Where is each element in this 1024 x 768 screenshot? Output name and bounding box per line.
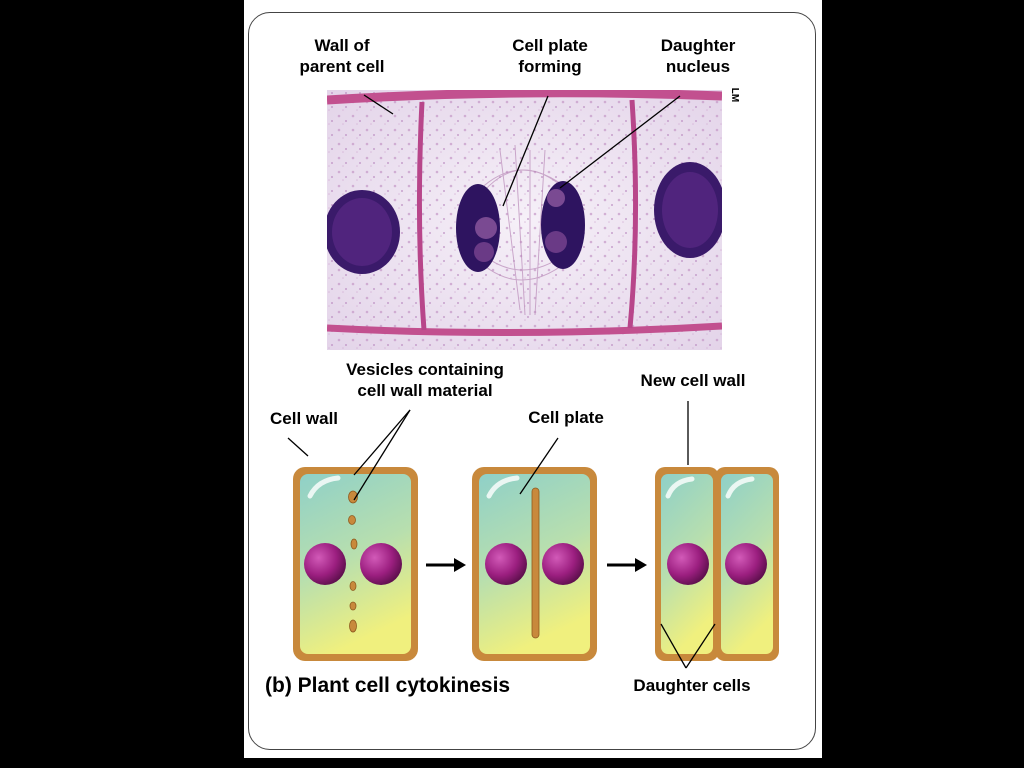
scale-tag-lm: LM xyxy=(729,87,740,103)
label-daughter-nucleus: Daughter nucleus xyxy=(660,36,736,76)
micrograph-leader-lines xyxy=(363,94,681,207)
nucleus xyxy=(725,543,767,585)
label-cell-plate-forming: Cell plate forming xyxy=(512,36,588,76)
label-vesicles: Vesicles containing cell wall material xyxy=(346,360,504,400)
nucleus xyxy=(304,543,346,585)
label-cell-wall: Cell wall xyxy=(269,409,339,428)
label-daughter-cells: Daughter cells xyxy=(633,676,751,695)
vesicles xyxy=(348,490,358,633)
nucleus xyxy=(360,543,402,585)
label-cell-plate: Cell plate xyxy=(528,408,604,427)
cell-with-vesicles xyxy=(293,467,418,661)
arrow-right-icon xyxy=(607,558,647,572)
nucleus xyxy=(485,543,527,585)
daughter-nucleus-right xyxy=(541,181,585,269)
cell-plate xyxy=(531,487,540,639)
daughter-nucleus-left xyxy=(456,184,500,272)
cell-with-cell-plate xyxy=(472,467,597,661)
figure-caption: (b) Plant cell cytokinesis xyxy=(265,674,511,697)
label-new-cell-wall: New cell wall xyxy=(640,371,746,390)
arrow-right-icon xyxy=(426,558,466,572)
nucleus xyxy=(667,543,709,585)
diagram-leader-lines xyxy=(287,401,716,669)
nucleus xyxy=(542,543,584,585)
label-wall-of-parent-cell: Wall of parent cell xyxy=(299,36,385,76)
micrograph-image xyxy=(327,90,722,350)
daughter-cells xyxy=(655,467,779,661)
